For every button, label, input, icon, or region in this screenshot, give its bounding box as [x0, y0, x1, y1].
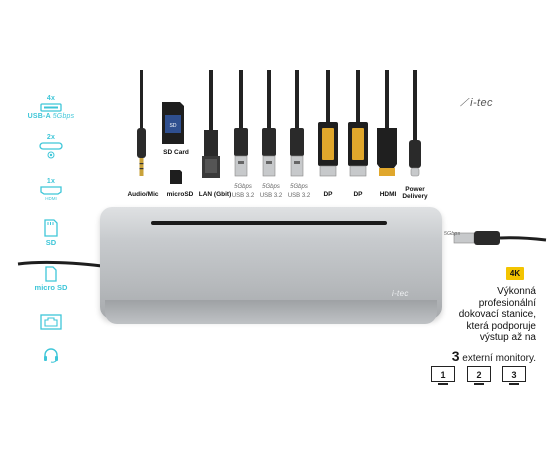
usb3-spec: USB 3.2 — [287, 193, 311, 199]
description-line-4: která podporuje — [466, 320, 537, 332]
usbc-feature: 2x — [22, 134, 80, 160]
headset-icon — [44, 348, 58, 363]
hdmi-feature: 1x HDMI — [22, 178, 80, 201]
usba-feature: 4x USB-A 5Gbps — [22, 95, 80, 120]
usb1-speed: 5Gbps — [234, 184, 252, 190]
usb-a-host-cable — [453, 231, 547, 245]
description: Výkonná profesionální dokovací stanice, … — [410, 286, 536, 344]
lan-label: LAN (Gbit) — [198, 191, 232, 198]
usb-c-power-cable — [409, 70, 421, 177]
audio-jack-cable — [137, 70, 146, 176]
monitor-2-icon: 2 — [467, 366, 491, 382]
monitors-number: 3 — [451, 348, 460, 364]
usb-a-cable-3 — [290, 70, 304, 177]
microsd-label: microSD — [166, 191, 194, 198]
sd-feature: SD — [22, 218, 80, 247]
monitors-line: 3 externí monitory. — [416, 348, 536, 364]
brand-mark-icon: ⟋ — [460, 97, 469, 109]
monitors-text: externí monitory. — [462, 353, 536, 364]
usb2-spec: USB 3.2 — [259, 193, 283, 199]
monitor-1-icon: 1 — [431, 366, 455, 382]
right-cable-speed: 5Gbps — [443, 231, 461, 237]
description-line-1: Výkonná — [497, 286, 536, 297]
usba-label: USB-A — [27, 113, 51, 120]
hdmi-count: 1x — [46, 178, 56, 185]
usb-c-symbol-icon — [47, 151, 55, 159]
displayport-cable-2 — [348, 70, 368, 177]
top-connectors: SD — [137, 70, 421, 184]
audio-feature — [22, 346, 80, 364]
monitor-3-stand — [509, 383, 519, 385]
audio-mic-label: Audio/Mic — [127, 191, 159, 198]
dp1-label: DP — [323, 191, 333, 198]
dock-logo: i-tec — [392, 289, 409, 298]
sd-label: SD — [45, 238, 57, 247]
description-line-5: výstup až na — [479, 332, 536, 344]
dp2-label: DP — [353, 191, 363, 198]
monitor-2-stand — [474, 383, 484, 385]
displayport-cable-1 — [318, 70, 338, 177]
usb1-spec: USB 3.2 — [231, 193, 255, 199]
hdmi-icon — [40, 186, 62, 195]
monitor-1-stand — [438, 383, 448, 385]
sd-card: SD — [162, 102, 184, 144]
hdmi-label: HDMI — [379, 191, 397, 198]
usba-count: 4x — [46, 95, 56, 102]
description-line-2: profesionální — [478, 297, 536, 309]
sd-card-icon — [44, 219, 58, 237]
hdmi-cable — [377, 70, 397, 176]
docking-station-front — [105, 300, 437, 324]
description-line-3: dokovací stanice, — [458, 309, 536, 321]
usba-speed: 5Gbps — [52, 113, 75, 120]
monitor-3-icon: 3 — [502, 366, 526, 382]
sd-card-label: SD Card — [163, 149, 189, 156]
usb-c-icon — [39, 142, 63, 150]
host-cable — [17, 260, 103, 268]
dock-slot — [151, 221, 387, 225]
usb3-speed: 5Gbps — [290, 184, 308, 190]
usb-a-cable-2 — [262, 70, 276, 177]
4k-badge: 4K — [506, 267, 524, 280]
usb-a-icon — [40, 103, 62, 112]
usb2-speed: 5Gbps — [262, 184, 280, 190]
usbc-count: 2x — [46, 134, 56, 141]
lan-feature — [22, 313, 80, 331]
microsd-card — [170, 170, 182, 184]
brand-logo: ⟋i-tec — [460, 97, 493, 109]
hdmi-label: HDMI — [45, 196, 57, 201]
microsd-label: micro SD — [34, 283, 68, 292]
ethernet-port-icon — [40, 314, 62, 330]
microsd-feature: micro SD — [22, 265, 80, 292]
usb-a-cable-1 — [234, 70, 248, 177]
microsd-card-icon — [45, 266, 57, 282]
lan-cable — [202, 70, 220, 178]
svg-text:SD: SD — [170, 123, 177, 129]
